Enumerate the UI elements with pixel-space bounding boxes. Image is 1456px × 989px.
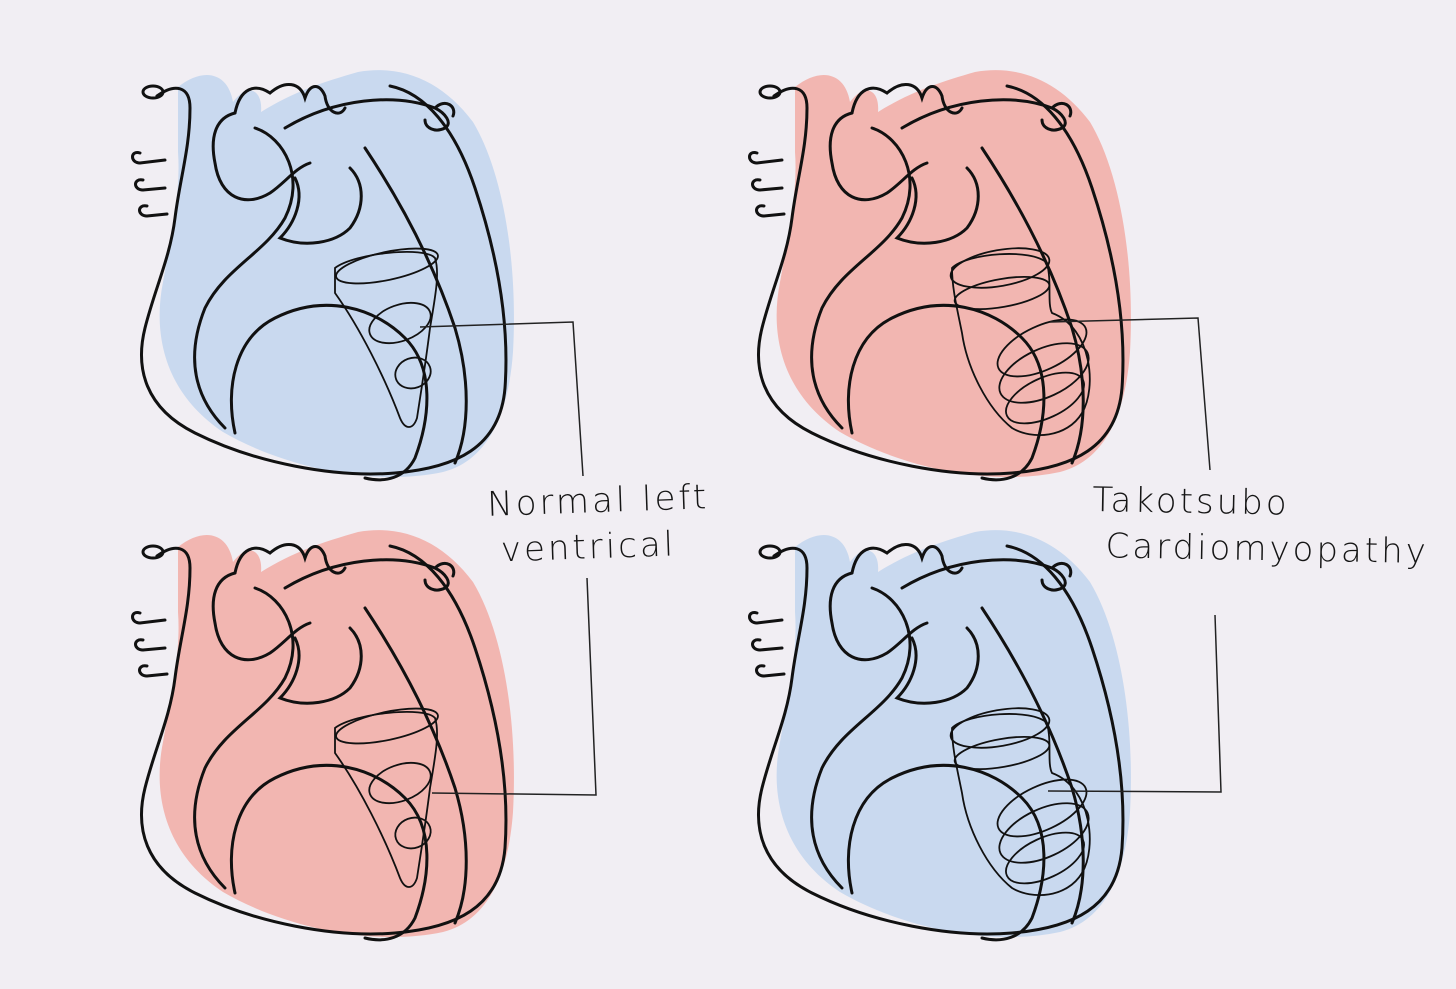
label-normal-line2: ventrical [500, 524, 677, 571]
heart-bottom-left [131, 530, 514, 942]
leader-lines-normal [419, 321, 597, 796]
leader-lines-takotsubo [1047, 317, 1222, 793]
label-takotsubo-cardiomyopathy: Takotsubo Cardiomyopathy [1091, 477, 1430, 575]
label-normal-line1: Normal left [486, 477, 710, 525]
label-normal-left-ventricle: Normal left ventrical [486, 474, 711, 574]
label-takotsubo-line2: Cardiomyopathy [1105, 526, 1430, 572]
label-takotsubo-line1: Takotsubo [1092, 480, 1290, 524]
heart-bottom-right [748, 530, 1131, 942]
heart-top-left [131, 70, 514, 482]
heart-top-right [748, 70, 1131, 482]
